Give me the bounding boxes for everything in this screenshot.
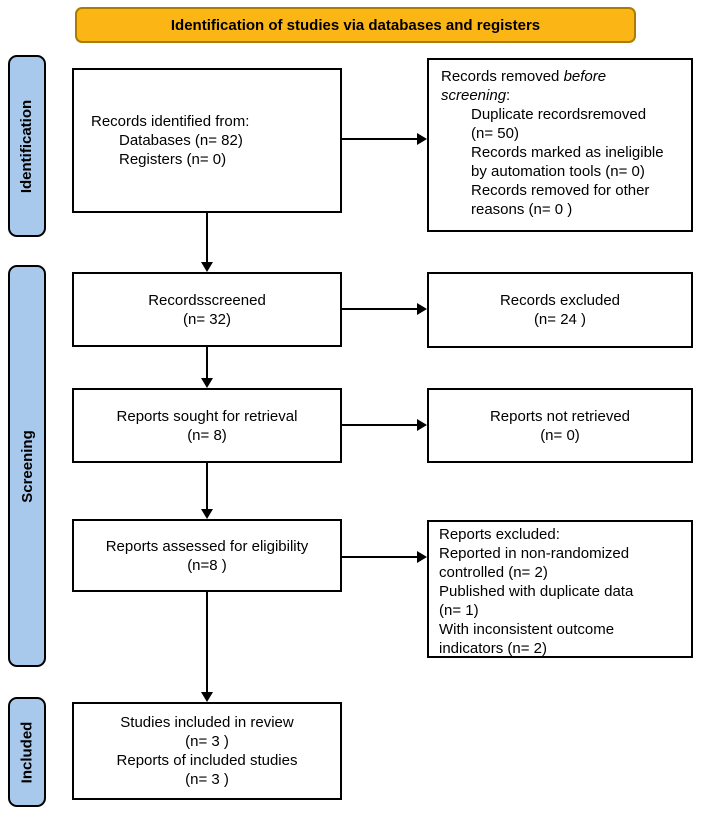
records-screened-line2: (n= 32) [183, 310, 231, 328]
connector-assessed-to-included-line [206, 592, 208, 693]
connector-identified-to-screened-line [206, 213, 208, 263]
records-identified-heading: Records identified from: [91, 113, 250, 130]
box-reports-not-retrieved: Reports not retrieved (n= 0) [427, 388, 693, 463]
box-reports-excluded: Reports excluded: Reported in non-random… [427, 520, 693, 658]
connector-sought-to-assessed-line [206, 463, 208, 510]
connector-identified-to-removed-line [342, 138, 418, 140]
stage-identification: Identification [8, 55, 46, 237]
stage-screening: Screening [8, 265, 46, 667]
records-removed-heading-italic1: before [563, 68, 607, 85]
reports-assessed-line2: (n=8 ) [187, 556, 227, 574]
records-removed-item-ineligible: Records marked as ineligible [471, 144, 664, 161]
studies-included-line3: Reports of included studies [116, 752, 298, 769]
studies-included-line1: Studies included in review [120, 714, 294, 731]
stage-included-label: Included [18, 721, 36, 783]
stage-identification-label: Identification [18, 99, 36, 193]
records-excluded-line1: Records excluded [499, 292, 621, 309]
reports-assessed-line1: Reports assessed for eligibility [105, 537, 309, 555]
box-records-screened: Recordsscreened (n= 32) [72, 272, 342, 347]
banner-identification-of-studies: Identification of studies via databases … [75, 7, 636, 43]
records-removed-heading-line2: screening: [441, 86, 685, 105]
records-screened-line1: Recordsscreened [148, 291, 266, 309]
reports-excluded-reason3-n: indicators (n= 2) [439, 640, 547, 657]
reports-sought-line2: (n= 8) [187, 426, 227, 444]
connector-sought-to-notretrieved-line [342, 424, 418, 426]
studies-included-line2: (n= 3 ) [185, 733, 229, 750]
records-removed-heading-normal: Records removed [441, 68, 564, 85]
reports-excluded-reason2-n: (n= 1) [439, 602, 479, 619]
box-reports-sought: Reports sought for retrieval (n= 8) [72, 388, 342, 463]
connector-assessed-to-included-arrowhead [201, 692, 213, 702]
records-identified-registers: Registers (n= 0) [119, 151, 227, 168]
banner-label: Identification of studies via databases … [170, 16, 541, 34]
reports-excluded-reason1-n: controlled (n= 2) [439, 564, 548, 581]
reports-excluded-reason2: Published with duplicate data [439, 583, 634, 600]
reports-sought-line1: Reports sought for retrieval [116, 407, 298, 425]
connector-screened-to-excluded-line [342, 308, 418, 310]
connector-screened-to-sought-line [206, 347, 208, 379]
records-removed-item-other: Records removed for other [471, 182, 650, 199]
reports-excluded-reason3: With inconsistent outcome [439, 621, 615, 638]
connector-identified-to-removed-arrowhead [417, 133, 427, 145]
records-removed-item-other-n: reasons (n= 0 ) [471, 201, 573, 218]
box-records-removed: Records removed before screening: Duplic… [427, 58, 693, 232]
stage-included: Included [8, 697, 46, 807]
records-identified-databases: Databases (n= 82) [119, 132, 243, 149]
records-removed-item-duplicate: Duplicate recordsremoved [471, 106, 647, 123]
records-removed-item-ineligible-n: by automation tools (n= 0) [471, 163, 645, 180]
records-removed-heading-suffix: : [506, 87, 511, 104]
box-studies-included: Studies included in review (n= 3 ) Repor… [72, 702, 342, 800]
connector-screened-to-excluded-arrowhead [417, 303, 427, 315]
connector-screened-to-sought-arrowhead [201, 378, 213, 388]
records-removed-item-duplicate-n: (n= 50) [471, 125, 519, 142]
records-excluded-line2: (n= 24 ) [533, 311, 587, 328]
connector-sought-to-assessed-arrowhead [201, 509, 213, 519]
records-removed-heading-italic2: screening [441, 87, 507, 104]
connector-identified-to-screened-arrowhead [201, 262, 213, 272]
box-reports-assessed: Reports assessed for eligibility (n=8 ) [72, 519, 342, 592]
reports-excluded-reason1: Reported in non-randomized [439, 545, 630, 562]
box-records-excluded: Records excluded (n= 24 ) [427, 272, 693, 348]
reports-not-retrieved-line2: (n= 0) [540, 426, 580, 444]
reports-not-retrieved-line1: Reports not retrieved [489, 407, 631, 425]
connector-sought-to-notretrieved-arrowhead [417, 419, 427, 431]
studies-included-line4: (n= 3 ) [185, 771, 229, 788]
connector-assessed-to-reportsexcluded-line [342, 556, 418, 558]
stage-screening-label: Screening [18, 429, 36, 503]
reports-excluded-heading: Reports excluded: [439, 526, 560, 543]
records-removed-heading-line1: Records removed before [441, 67, 685, 86]
box-records-identified: Records identified from: Databases (n= 8… [72, 68, 342, 213]
connector-assessed-to-reportsexcluded-arrowhead [417, 551, 427, 563]
